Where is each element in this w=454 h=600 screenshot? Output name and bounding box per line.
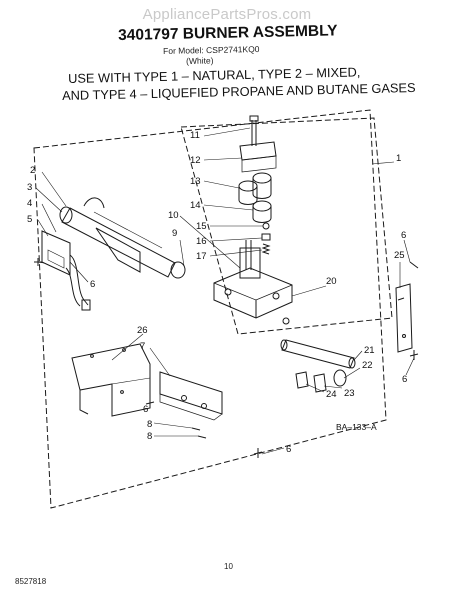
callout-7: 7	[140, 341, 145, 352]
callout-1: 1	[396, 153, 401, 164]
callout-14: 14	[190, 200, 201, 211]
callout-23: 23	[344, 388, 355, 399]
callout-3: 3	[27, 182, 32, 193]
manifold-bracket-drawing	[159, 371, 223, 421]
callout-12: 12	[190, 155, 201, 166]
callout-13: 13	[190, 176, 201, 187]
leader-lines	[35, 127, 415, 455]
valve-small-parts-drawing	[261, 222, 271, 255]
burner-tube-drawing	[59, 197, 186, 279]
callout-6-lower-right: 6	[402, 374, 407, 385]
callout-20: 20	[326, 276, 337, 287]
callout-22: 22	[362, 360, 373, 371]
assembly-frame	[33, 109, 387, 509]
callout-25: 25	[394, 250, 405, 261]
solenoid-coils-drawing	[238, 115, 277, 223]
callout-8-b: 8	[147, 431, 152, 442]
document-number: 8527818	[15, 577, 47, 586]
callout-24: 24	[326, 389, 337, 400]
igniter-drawing	[41, 230, 91, 311]
gas-line-drawing	[280, 339, 356, 393]
callout-16: 16	[196, 236, 207, 247]
diagram-code: BA–133–A	[336, 422, 377, 432]
callout-6-upper-right: 6	[401, 230, 406, 241]
callout-9: 9	[172, 228, 177, 239]
mounting-bracket-drawing	[71, 343, 151, 417]
callout-5: 5	[27, 214, 32, 225]
callout-11: 11	[190, 130, 200, 141]
callout-4: 4	[27, 198, 32, 209]
gas-valve-drawing	[213, 240, 293, 325]
callout-6-left: 6	[90, 279, 95, 290]
callout-8-a: 8	[147, 419, 152, 430]
right-bracket-drawing	[395, 283, 413, 353]
watermark: AppliancePartsPros.com	[142, 6, 312, 23]
callout-6-center: 6	[143, 404, 148, 415]
callout-26: 26	[137, 325, 148, 336]
valve-frame	[180, 117, 393, 335]
callout-2: 2	[30, 165, 35, 176]
callout-6-bottom: 6	[286, 444, 291, 455]
callout-10: 10	[168, 210, 179, 221]
page-number: 10	[224, 562, 233, 571]
callout-15: 15	[196, 221, 207, 232]
callout-17: 17	[196, 251, 207, 262]
callout-21: 21	[364, 345, 375, 356]
